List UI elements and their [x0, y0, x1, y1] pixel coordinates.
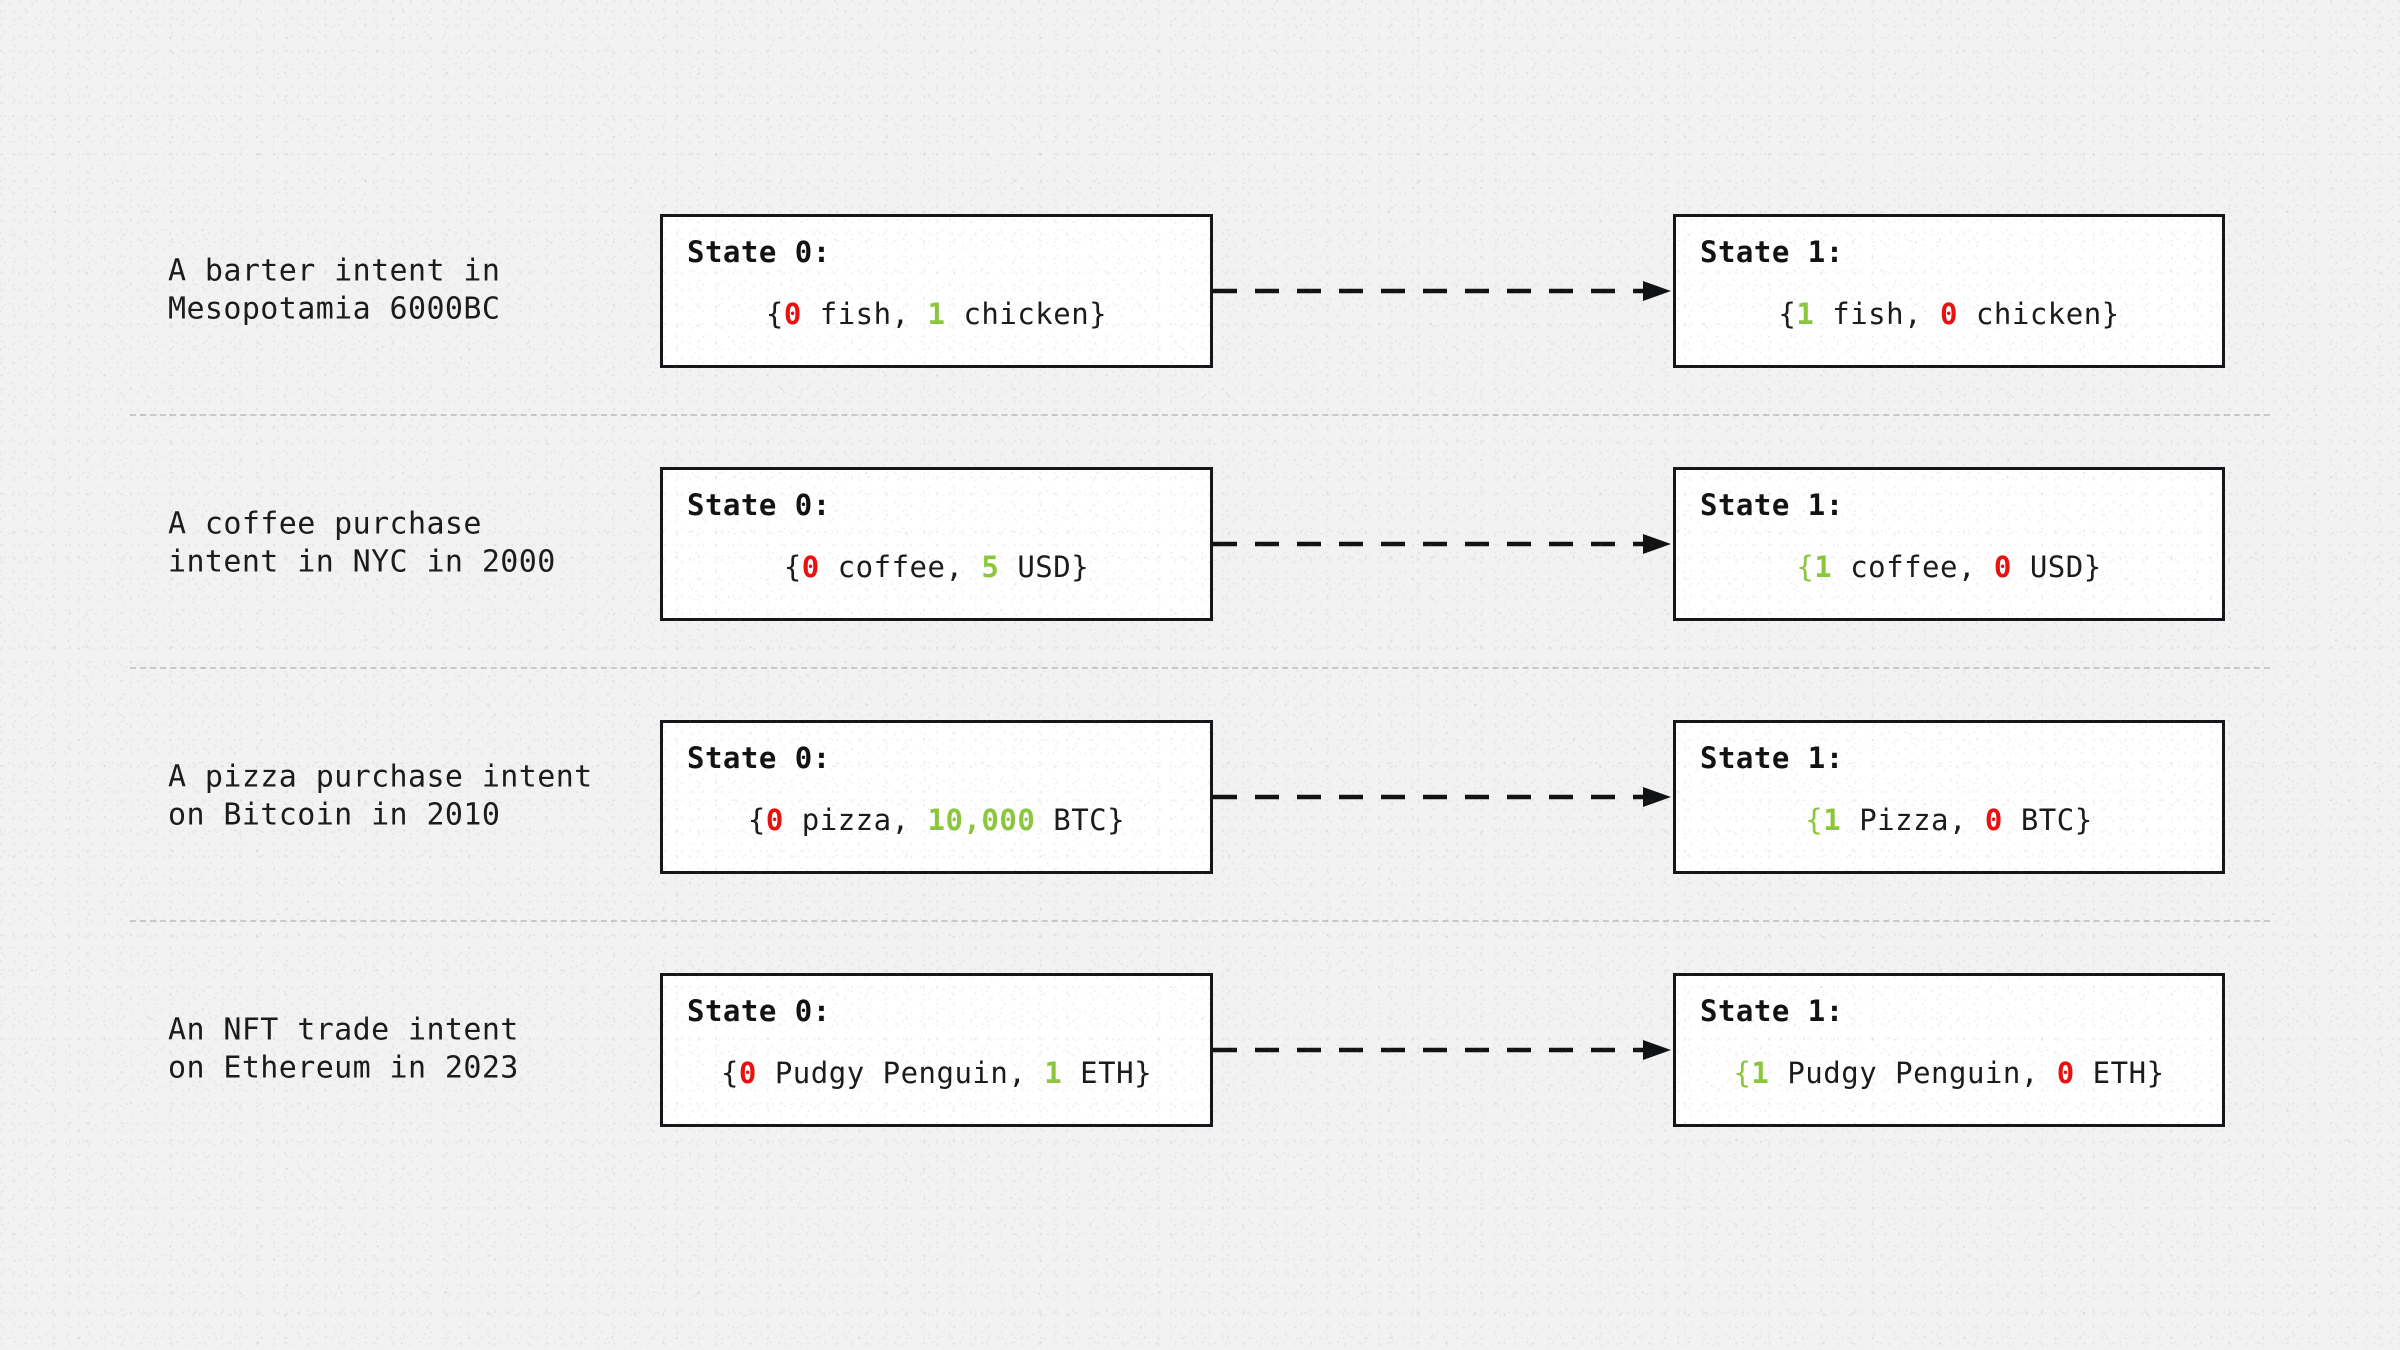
state-box-left: State 0: {0 coffee, 5 USD}	[660, 467, 1213, 621]
item-b: chicken	[1957, 297, 2102, 331]
close-brace: }	[1134, 1056, 1153, 1090]
item-a: coffee,	[819, 550, 982, 584]
intent-row: A pizza purchase intent on Bitcoin in 20…	[0, 720, 2400, 874]
state-box-right: State 1: {1 Pudgy Penguin, 0 ETH}	[1673, 973, 2225, 1127]
intent-description-label: A barter intent in Mesopotamia 6000BC	[168, 253, 501, 327]
transition-arrow-icon	[1213, 1038, 1673, 1062]
item-b: BTC	[1035, 803, 1108, 837]
quantity-a: 0	[738, 1056, 757, 1090]
open-brace: {	[1733, 1056, 1752, 1090]
quantity-b: 1	[927, 297, 946, 331]
row-divider	[130, 920, 2270, 922]
quantity-b: 5	[981, 550, 1000, 584]
state-value: {0 coffee, 5 USD}	[663, 550, 1210, 584]
open-brace: {	[747, 803, 766, 837]
intent-row: An NFT trade intent on Ethereum in 2023 S…	[0, 973, 2400, 1127]
state-box-left: State 0: {0 Pudgy Penguin, 1 ETH}	[660, 973, 1213, 1127]
close-brace: }	[2146, 1056, 2165, 1090]
quantity-b: 10,000	[927, 803, 1036, 837]
quantity-a: 0	[765, 803, 784, 837]
state-box-right: State 1: {1 coffee, 0 USD}	[1673, 467, 2225, 621]
state-box-left: State 0: {0 fish, 1 chicken}	[660, 214, 1213, 368]
item-b: ETH	[2074, 1056, 2147, 1090]
quantity-b: 0	[1984, 803, 2003, 837]
quantity-a: 1	[1814, 550, 1833, 584]
quantity-a: 0	[783, 297, 802, 331]
item-b: ETH	[1062, 1056, 1135, 1090]
open-brace: {	[1796, 550, 1815, 584]
row-divider	[130, 667, 2270, 669]
state-value: {1 fish, 0 chicken}	[1676, 297, 2222, 331]
intent-row: A barter intent in Mesopotamia 6000BC Sta…	[0, 214, 2400, 368]
item-a: Pizza,	[1841, 803, 1985, 837]
intent-row: A coffee purchase intent in NYC in 2000 S…	[0, 467, 2400, 621]
item-b: USD	[2011, 550, 2084, 584]
state-value: {0 pizza, 10,000 BTC}	[663, 803, 1210, 837]
intent-description-label: A pizza purchase intent on Bitcoin in 20…	[168, 759, 593, 833]
state-title: State 1:	[1700, 741, 1844, 775]
close-brace: }	[1071, 550, 1090, 584]
state-value: {1 Pizza, 0 BTC}	[1676, 803, 2222, 837]
quantity-a: 1	[1796, 297, 1815, 331]
open-brace: {	[1778, 297, 1797, 331]
quantity-b: 0	[2056, 1056, 2075, 1090]
state-value: {1 coffee, 0 USD}	[1676, 550, 2222, 584]
item-a: pizza,	[783, 803, 928, 837]
state-value: {1 Pudgy Penguin, 0 ETH}	[1676, 1056, 2222, 1090]
quantity-a: 1	[1823, 803, 1842, 837]
state-title: State 1:	[1700, 235, 1844, 269]
item-b: BTC	[2002, 803, 2075, 837]
item-a: Pudgy Penguin,	[756, 1056, 1045, 1090]
state-box-right: State 1: {1 Pizza, 0 BTC}	[1673, 720, 2225, 874]
row-divider	[130, 414, 2270, 416]
state-title: State 0:	[687, 235, 831, 269]
transition-arrow-icon	[1213, 279, 1673, 303]
quantity-a: 1	[1751, 1056, 1770, 1090]
item-a: fish,	[1814, 297, 1941, 331]
item-a: coffee,	[1832, 550, 1994, 584]
state-box-right: State 1: {1 fish, 0 chicken}	[1673, 214, 2225, 368]
item-b: USD	[999, 550, 1072, 584]
transition-arrow-icon	[1213, 532, 1673, 556]
state-title: State 1:	[1700, 488, 1844, 522]
open-brace: {	[783, 550, 802, 584]
quantity-b: 1	[1044, 1056, 1063, 1090]
transition-arrow-icon	[1213, 785, 1673, 809]
close-brace: }	[2101, 297, 2120, 331]
item-b: chicken	[945, 297, 1090, 331]
state-value: {0 fish, 1 chicken}	[663, 297, 1210, 331]
open-brace: {	[720, 1056, 739, 1090]
quantity-b: 0	[1993, 550, 2012, 584]
open-brace: {	[765, 297, 784, 331]
state-box-left: State 0: {0 pizza, 10,000 BTC}	[660, 720, 1213, 874]
intent-description-label: An NFT trade intent on Ethereum in 2023	[168, 1012, 519, 1086]
quantity-b: 0	[1940, 297, 1958, 331]
open-brace: {	[1805, 803, 1824, 837]
close-brace: }	[2083, 550, 2102, 584]
close-brace: }	[1089, 297, 1108, 331]
quantity-a: 0	[801, 550, 820, 584]
state-title: State 0:	[687, 994, 831, 1028]
item-a: fish,	[801, 297, 928, 331]
state-value: {0 Pudgy Penguin, 1 ETH}	[663, 1056, 1210, 1090]
state-title: State 0:	[687, 488, 831, 522]
state-title: State 1:	[1700, 994, 1844, 1028]
item-a: Pudgy Penguin,	[1769, 1056, 2057, 1090]
close-brace: }	[2074, 803, 2093, 837]
state-title: State 0:	[687, 741, 831, 775]
intent-description-label: A coffee purchase intent in NYC in 2000	[168, 506, 556, 580]
close-brace: }	[1107, 803, 1126, 837]
